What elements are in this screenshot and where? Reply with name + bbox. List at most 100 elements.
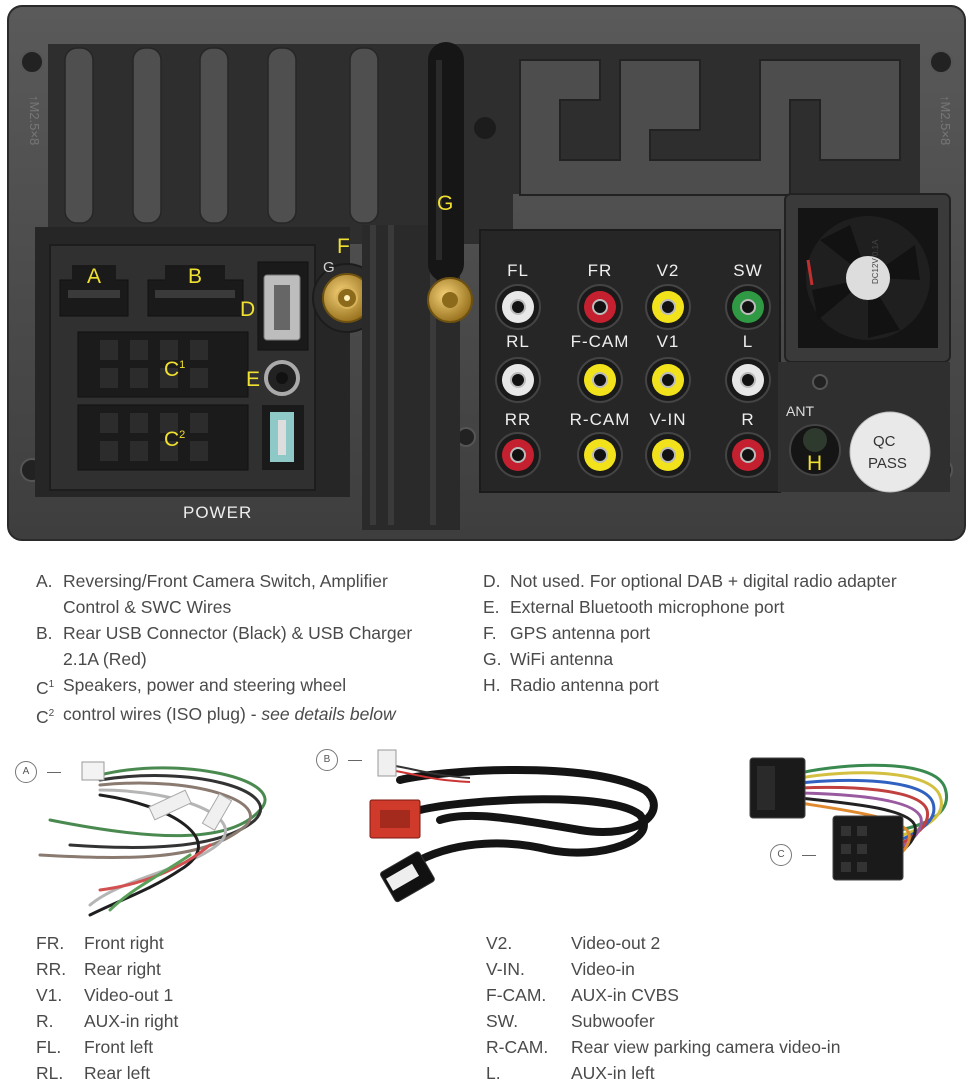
abbreviation-code: V2. [486, 933, 513, 953]
rca-label-fr: FR [588, 261, 613, 280]
abbreviation-code: R-CAM. [486, 1037, 549, 1057]
abbreviation-item: FR.Front right [36, 930, 336, 956]
rca-pin-v1 [660, 372, 676, 388]
cable-badge-b: B [316, 749, 338, 771]
abbreviation-code: V1. [36, 985, 63, 1005]
abbreviation-code: R. [36, 1011, 54, 1031]
legend-right: D.Not used. For optional DAB + digital r… [483, 568, 953, 698]
legend-text: control wires (ISO plug) - see details b… [63, 701, 456, 730]
legend-text: Radio antenna port [510, 672, 953, 698]
cable-dash-c [802, 855, 816, 856]
power-label: POWER [183, 503, 252, 522]
legend-text-main: control wires (ISO plug) - [63, 703, 262, 724]
rca-label-fl: FL [507, 261, 529, 280]
legend-key: G. [483, 646, 510, 672]
legend-text-main: Rear USB Connector (Black) & USB Charger [63, 623, 413, 643]
cable-badge-a: A [15, 761, 37, 783]
abbreviation-description: Rear right [84, 959, 161, 979]
rca-label-v1: V1 [657, 332, 680, 351]
wire-harness-a [38, 761, 267, 917]
abbreviation-item: SW.Subwoofer [486, 1008, 956, 1034]
qc-line1: QC [873, 433, 896, 450]
legend-key: H. [483, 672, 510, 698]
abbreviation-description: Rear left [84, 1063, 151, 1083]
label-f: F [337, 235, 350, 258]
abbreviation-description: Video-in [571, 959, 635, 979]
abbreviation-item: R. AUX-in right [36, 1008, 336, 1034]
legend-text-main: Not used. For optional DAB + digital rad… [510, 571, 897, 591]
screw-mark-left: ↑M2.5×8 [27, 95, 42, 145]
legend-key-text: C [36, 706, 49, 727]
rca-label-r-cam: R-CAM [570, 410, 631, 429]
abbreviation-code: RL. [36, 1063, 64, 1083]
label-d: D [240, 298, 255, 321]
abbreviation-description: AUX-in CVBS [571, 985, 679, 1005]
abbreviation-code: V-IN. [486, 959, 525, 979]
legend-key-sup: 1 [48, 679, 55, 690]
rca-pin-l [740, 372, 756, 388]
legend-key: F. [483, 620, 510, 646]
legend-text: WiFi antenna [510, 646, 953, 672]
rca-pin-r-cam [592, 447, 608, 463]
rca-label-v-in: V-IN [649, 410, 686, 429]
legend-text-main: Speakers, power and steering wheel [63, 675, 347, 695]
legend-item: 2.1A (Red) [36, 646, 456, 672]
legend-text-main: External Bluetooth microphone port [510, 597, 785, 617]
rca-label-rr: RR [505, 410, 532, 429]
abbreviation-code: RR. [36, 959, 67, 979]
legend-key-text: A. [36, 571, 53, 591]
legend-text-emphasis: see details below [261, 703, 396, 724]
legend-key: C2 [36, 701, 63, 730]
legend-item: G.WiFi antenna [483, 646, 953, 672]
rca-label-v2: V2 [657, 261, 680, 280]
legend-text: GPS antenna port [510, 620, 953, 646]
abbreviation-item: F-CAM. AUX-in CVBS [486, 982, 956, 1008]
legend-text: 2.1A (Red) [63, 646, 456, 672]
legend-item: E.External Bluetooth microphone port [483, 594, 953, 620]
ant-label: ANT [786, 403, 814, 419]
abbreviation-description: Front left [84, 1037, 154, 1057]
legend-key-text: H. [483, 675, 501, 695]
abbreviation-code: L. [486, 1063, 501, 1083]
rca-pin-r [740, 447, 756, 463]
label-b: B [188, 265, 202, 288]
cable-dash-b [348, 760, 362, 761]
rca-pin-fr [592, 299, 608, 315]
legend-key [36, 646, 63, 672]
rca-pin-fl [510, 299, 526, 315]
rca-label-r: R [741, 410, 754, 429]
abbreviation-item: V1. Video-out 1 [36, 982, 336, 1008]
rca-label-rl: RL [506, 332, 530, 351]
legend-key: A. [36, 568, 63, 594]
legend-text-main: Radio antenna port [510, 675, 659, 695]
legend-text-main: 2.1A (Red) [63, 649, 147, 669]
abbreviation-description: Video-out 1 [84, 985, 174, 1005]
abbreviation-item: FL. Front left [36, 1034, 336, 1060]
legend-text: Speakers, power and steering wheel [63, 672, 456, 701]
legend-text-main: Control & SWC Wires [63, 597, 232, 617]
legend-item: Control & SWC Wires [36, 594, 456, 620]
legend-key: E. [483, 594, 510, 620]
abbreviation-item: L. AUX-in left [486, 1060, 956, 1086]
abbreviation-description: Front right [84, 933, 164, 953]
legend-item: A.Reversing/Front Camera Switch, Amplifi… [36, 568, 456, 594]
legend-text-main: GPS antenna port [510, 623, 651, 643]
abbreviation-description: Subwoofer [571, 1011, 655, 1031]
legend-text: Rear USB Connector (Black) & USB Charger [63, 620, 456, 646]
abbreviation-item: RL. Rear left [36, 1060, 336, 1086]
abbreviation-description: AUX-in left [571, 1063, 655, 1083]
abbreviation-code: FL. [36, 1037, 62, 1057]
rca-label-l: L [743, 332, 753, 351]
abbreviation-code: F-CAM. [486, 985, 547, 1005]
label-c1: C1 [164, 358, 185, 381]
label-a: A [87, 265, 101, 288]
usb-cable-b [369, 749, 658, 903]
abbreviation-description: AUX-in right [84, 1011, 179, 1031]
abbreviation-item: R-CAM.Rear view parking camera video-in [486, 1034, 956, 1060]
legend-text: Control & SWC Wires [63, 594, 456, 620]
legend-key-text: F. [483, 623, 497, 643]
